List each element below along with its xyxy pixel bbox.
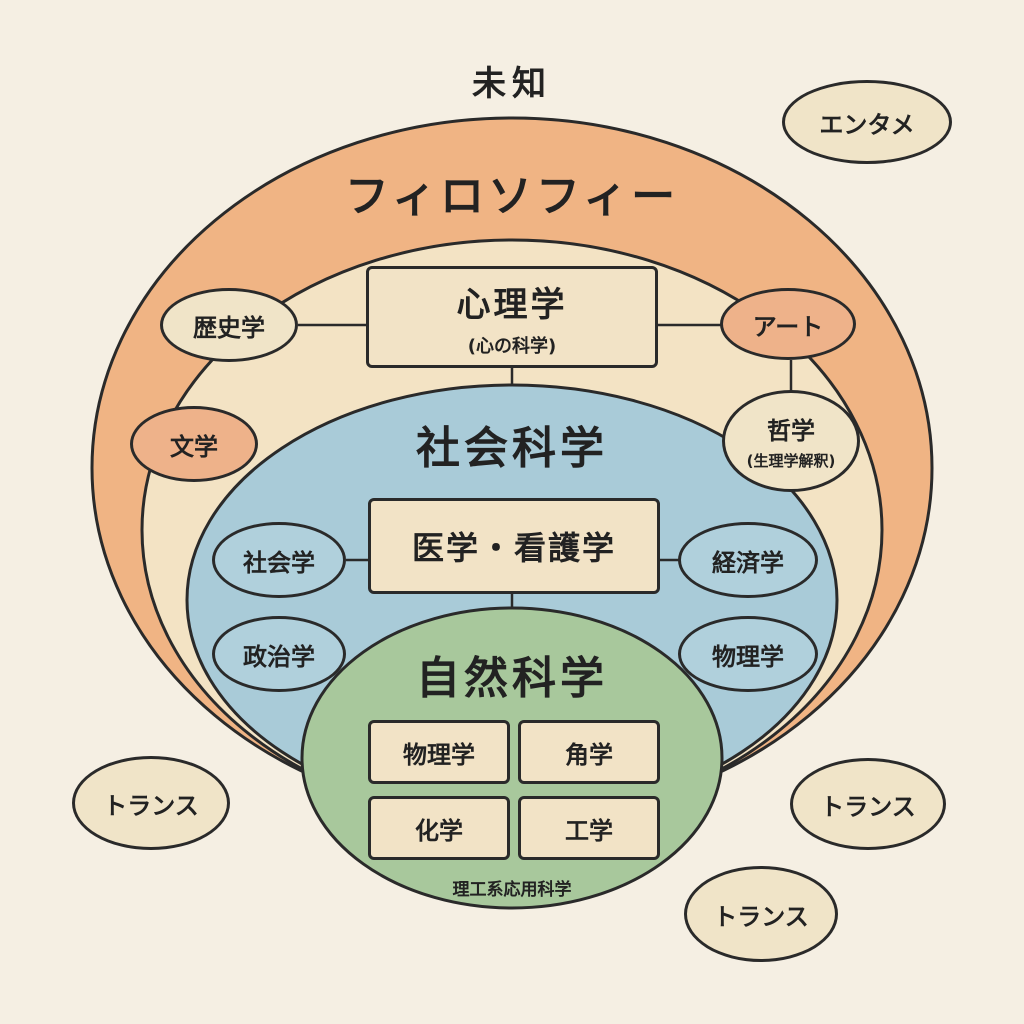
art-label: アート [752, 312, 824, 341]
physics-oval-social: 物理学 [678, 616, 818, 692]
trans-center-label: トランス [713, 902, 809, 931]
chemistry-box: 化学 [368, 796, 510, 860]
politics-oval: 政治学 [212, 616, 346, 692]
medicine-box: 医学・看護学 [368, 498, 660, 594]
literature-label: 文学 [170, 432, 218, 461]
trans-left-label: トランス [103, 791, 199, 820]
entertainment-label: エンタメ [819, 110, 915, 139]
engineering-box-label: 工学 [565, 816, 613, 845]
history-oval: 歴史学 [160, 288, 298, 362]
sociology-label: 社会学 [243, 548, 315, 577]
philosophy-title: 哲学 [767, 417, 815, 445]
outer-ring-title: フィロソフィー [344, 171, 680, 222]
kakugaku-box-label: 角学 [565, 740, 613, 769]
trans-oval-left: トランス [72, 756, 230, 850]
philosophy-oval: 哲学 (生理学解釈) [722, 390, 860, 492]
entertainment-oval: エンタメ [782, 80, 952, 164]
sociology-oval: 社会学 [212, 522, 346, 598]
physics-box-label: 物理学 [403, 740, 475, 769]
psychology-title: 心理学 [456, 284, 568, 325]
trans-right-label: トランス [820, 792, 916, 821]
economics-oval: 経済学 [678, 522, 818, 598]
trans-oval-center: トランス [684, 866, 838, 962]
engineering-box: 工学 [518, 796, 660, 860]
natural-science-footer: 理工系応用科学 [452, 879, 572, 900]
philosophy-subtitle: (生理学解釈) [746, 452, 836, 470]
literature-oval: 文学 [130, 406, 258, 482]
art-oval: アート [720, 288, 856, 360]
chemistry-box-label: 化学 [415, 816, 463, 845]
physics-social-label: 物理学 [712, 642, 784, 671]
psychology-box: 心理学 (心の科学) [366, 266, 658, 368]
physics-box: 物理学 [368, 720, 510, 784]
medicine-label: 医学・看護学 [411, 529, 616, 567]
natural-science-title: 自然科学 [416, 653, 608, 704]
kakugaku-box: 角学 [518, 720, 660, 784]
economics-label: 経済学 [712, 548, 784, 577]
trans-oval-right: トランス [790, 758, 946, 850]
psychology-subtitle: (心の科学) [467, 335, 557, 357]
politics-label: 政治学 [243, 642, 315, 671]
top-label: 未知 [472, 63, 552, 104]
history-label: 歴史学 [193, 313, 265, 342]
social-science-title: 社会科学 [416, 423, 608, 474]
